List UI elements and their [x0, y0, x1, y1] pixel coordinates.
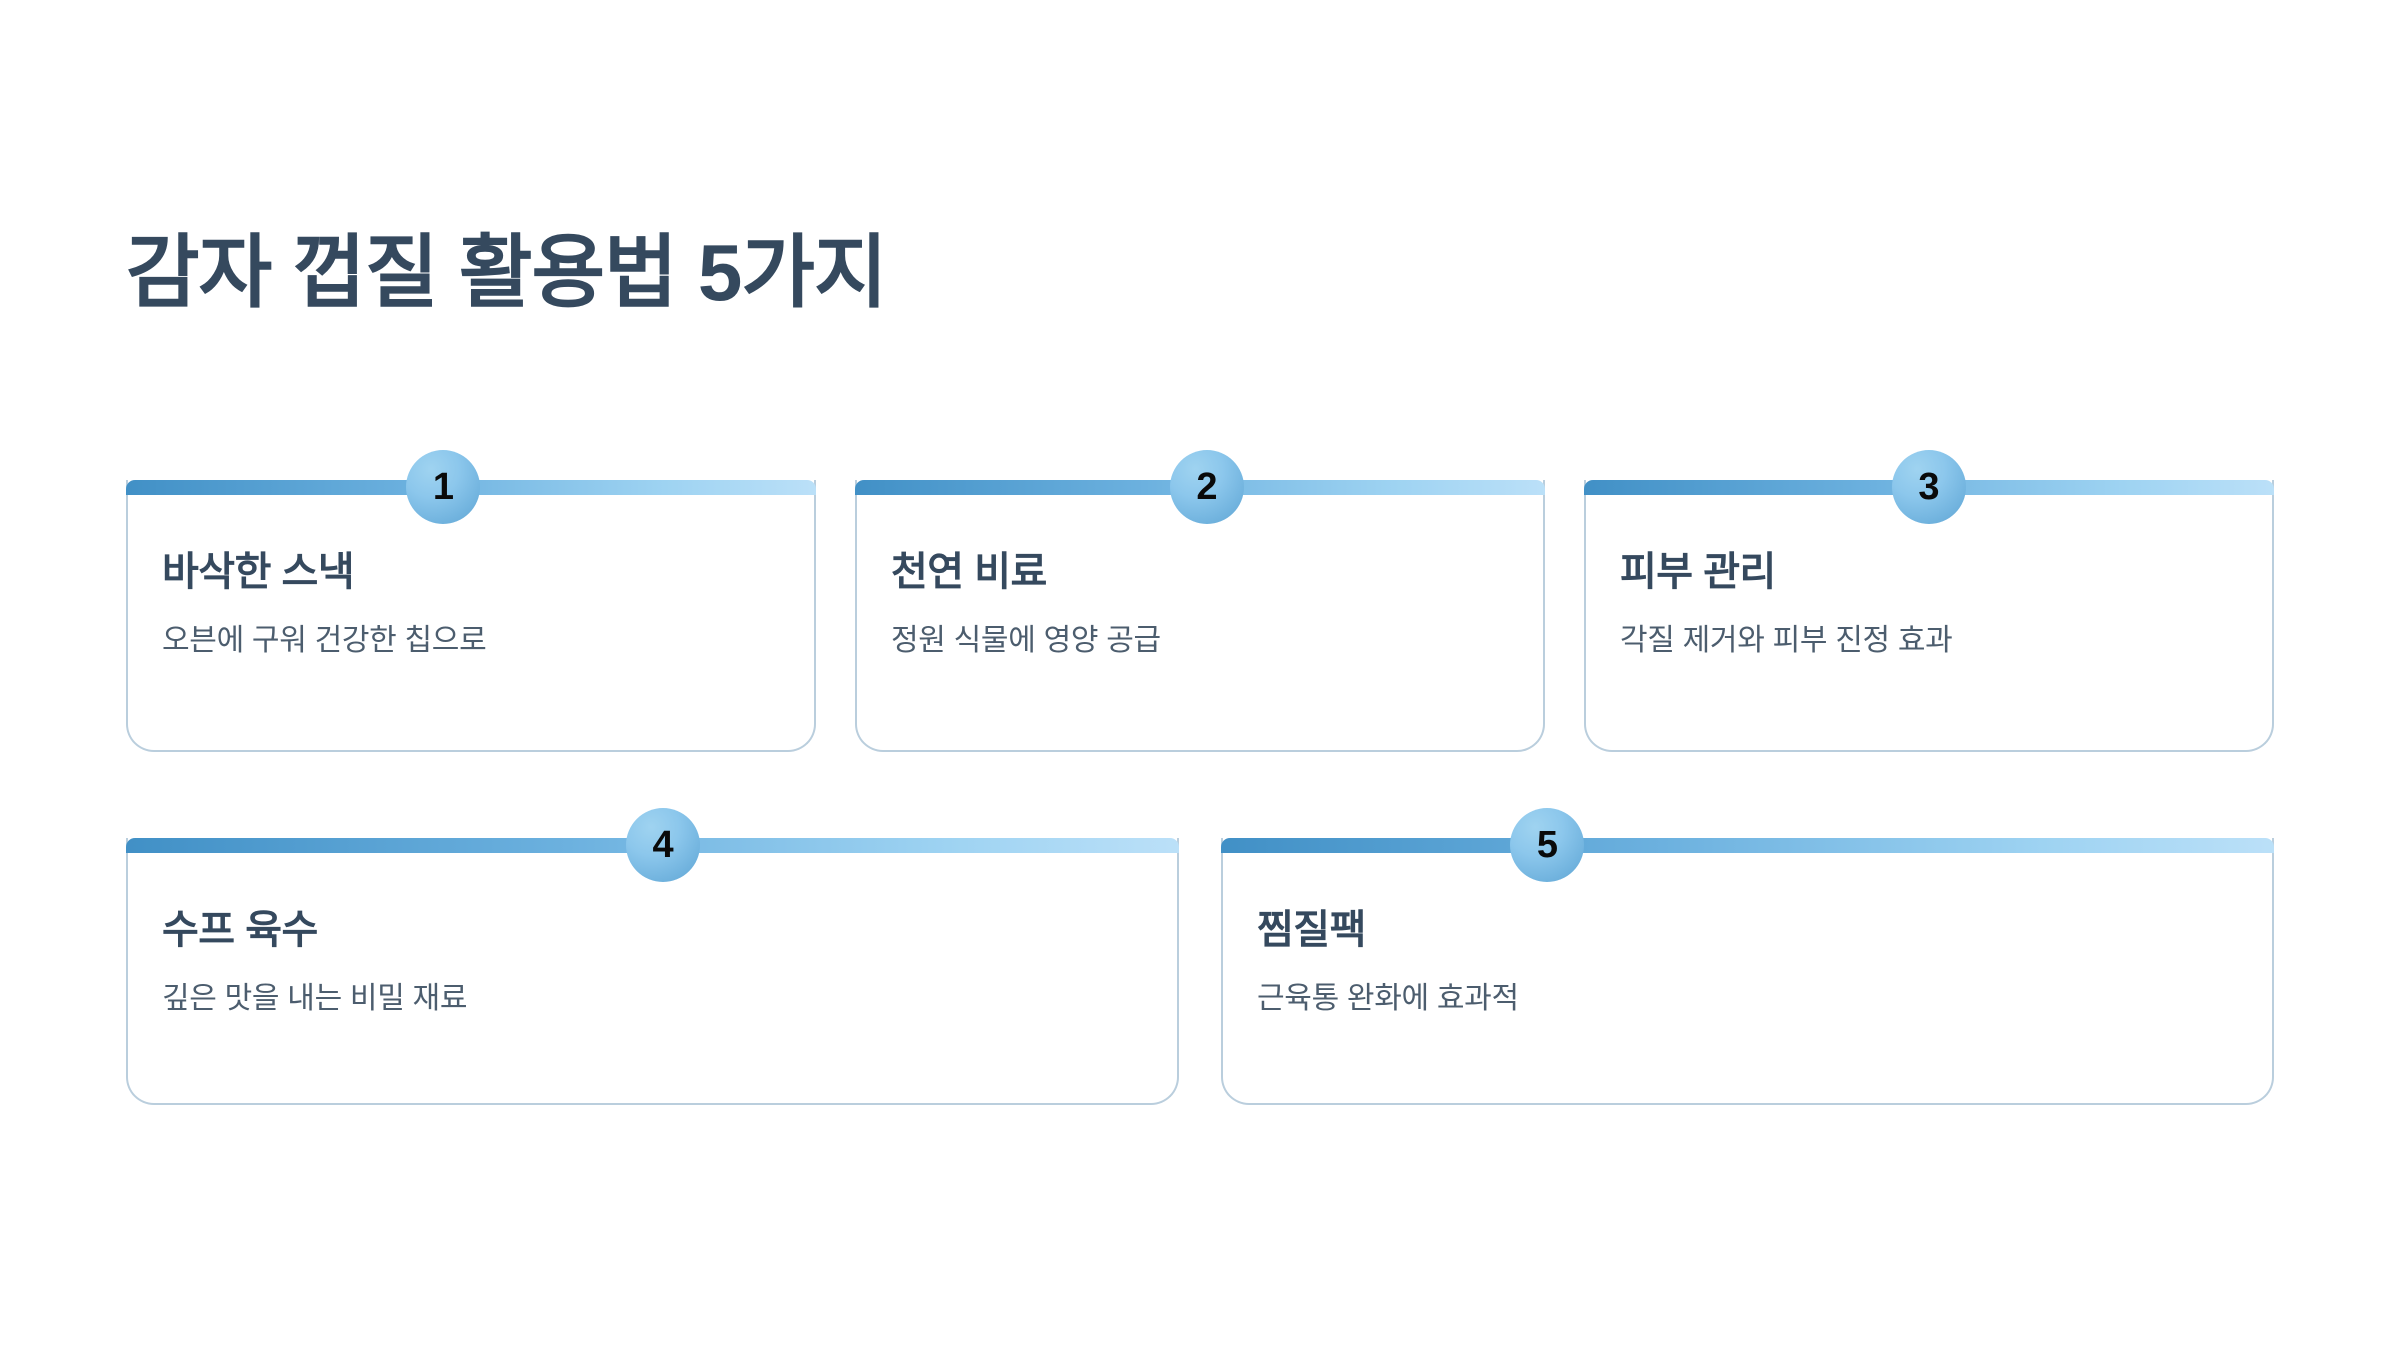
card-number-label: 1 [432, 466, 454, 508]
card-number-label: 5 [1536, 824, 1558, 866]
card-description: 근육통 완화에 효과적 [1257, 982, 1519, 1015]
card-title: 찜질팩 [1257, 908, 1366, 952]
card-number-label: 3 [1918, 466, 1940, 508]
card-body: 찜질팩 근육통 완화에 효과적 [1221, 838, 2274, 1105]
card-number-badge: 3 [1892, 450, 1966, 524]
card-number-badge: 5 [1510, 808, 1585, 882]
card-body: 수프 육수 깊은 맛을 내는 비밀 재료 [126, 838, 1179, 1105]
card-number-badge: 2 [1169, 450, 1244, 524]
card-title: 수프 육수 [162, 908, 318, 952]
card-item[interactable]: 2 천연 비료 정원 식물에 영양 공급 [855, 450, 1545, 752]
card-item[interactable]: 5 찜질팩 근육통 완화에 효과적 [1221, 808, 2274, 1105]
card-description: 정원 식물에 영양 공급 [891, 624, 1161, 657]
card-body: 천연 비료 정원 식물에 영양 공급 [855, 480, 1545, 752]
card-row-1: 1 바삭한 스낵 오븐에 구워 건강한 칩으로 2 천연 비료 정원 식물에 영… [126, 450, 2274, 752]
card-title: 바삭한 스낵 [162, 550, 355, 594]
page-title: 감자 껍질 활용법 5가지 [126, 228, 888, 317]
card-number-label: 2 [1196, 466, 1218, 508]
card-number-badge: 4 [626, 808, 701, 882]
card-number-badge: 1 [406, 450, 481, 524]
card-item[interactable]: 4 수프 육수 깊은 맛을 내는 비밀 재료 [126, 808, 1179, 1105]
card-item[interactable]: 3 피부 관리 각질 제거와 피부 진정 효과 [1584, 450, 2274, 752]
card-item[interactable]: 1 바삭한 스낵 오븐에 구워 건강한 칩으로 [126, 450, 816, 752]
card-number-label: 4 [652, 824, 674, 866]
card-description: 깊은 맛을 내는 비밀 재료 [162, 982, 468, 1015]
card-accent-bar [1221, 838, 2274, 853]
card-body: 피부 관리 각질 제거와 피부 진정 효과 [1584, 480, 2274, 752]
card-row-2: 4 수프 육수 깊은 맛을 내는 비밀 재료 5 찜질팩 근육통 완화에 효과적 [126, 808, 2274, 1105]
card-title: 천연 비료 [891, 550, 1047, 594]
card-description: 각질 제거와 피부 진정 효과 [1620, 624, 1953, 657]
card-title: 피부 관리 [1620, 550, 1776, 594]
card-description: 오븐에 구워 건강한 칩으로 [162, 624, 487, 657]
card-body: 바삭한 스낵 오븐에 구워 건강한 칩으로 [126, 480, 816, 752]
